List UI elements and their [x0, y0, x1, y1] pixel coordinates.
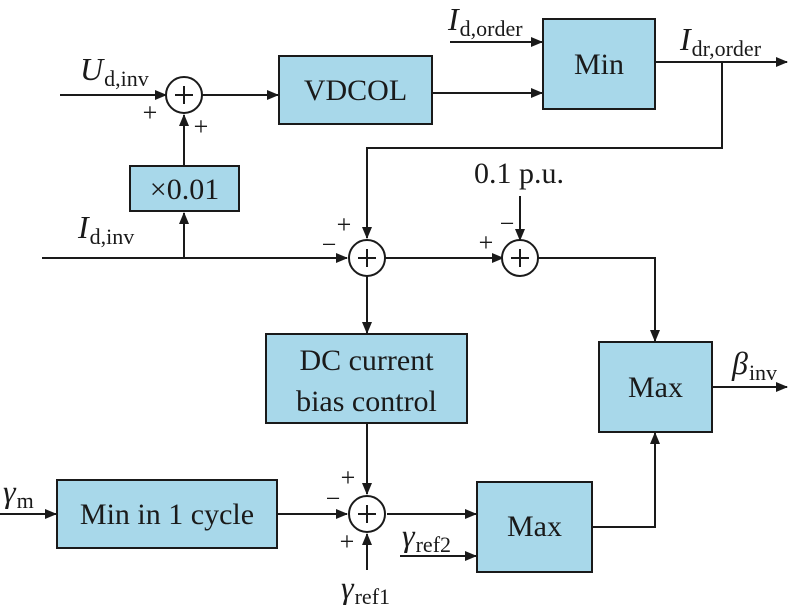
label-gamma-ref1: γref1 [341, 569, 390, 609]
sign-sum3-top: − [500, 209, 515, 238]
block-dc-bias-line2: bias control [296, 385, 437, 418]
block-max-right-label: Max [628, 371, 683, 404]
sign-sum1-bottom: + [194, 112, 209, 141]
sign-sum1-left: + [143, 98, 158, 127]
block-dc-bias-control: DC current bias control [265, 333, 468, 424]
label-i-dr-order: Idr,order [679, 21, 762, 61]
signal-labels: Ud,inv Id,order Idr,order 0.1 p.u. Id,in… [3, 1, 777, 609]
block-vdcol-label: VDCOL [304, 74, 407, 107]
block-vdcol: VDCOL [278, 55, 433, 125]
sign-sum3-left: + [479, 228, 494, 257]
sign-sum2-top: + [337, 210, 352, 239]
junction-signs: + + + − − + + − + [143, 98, 515, 556]
block-min-in-1-cycle: Min in 1 cycle [56, 479, 278, 549]
sum-junction-4 [348, 495, 386, 533]
sum-junction-3 [501, 239, 539, 277]
wire-idr-feedback [362, 62, 723, 239]
sign-sum4-left: − [326, 484, 341, 513]
block-gain-label: ×0.01 [150, 173, 219, 206]
block-min-top-label: Min [574, 48, 624, 81]
block-min-top: Min [542, 18, 656, 110]
label-i-d-order: Id,order [447, 1, 523, 41]
wire-maxbottom-to-maxright [592, 432, 660, 528]
label-u-d-inv: Ud,inv [80, 51, 149, 91]
signal-lines [0, 37, 788, 570]
block-max-bottom: Max [476, 481, 593, 573]
label-i-d-inv: Id,inv [77, 209, 134, 249]
sign-sum4-top: + [341, 463, 356, 492]
block-max-right: Max [598, 341, 713, 433]
label-gamma-ref2: γref2 [402, 517, 451, 557]
wire-sum3-to-maxright [538, 257, 660, 342]
sum-junction-2 [348, 239, 386, 277]
block-gain: ×0.01 [129, 165, 240, 212]
sum-junction-1 [165, 76, 203, 114]
block-dc-bias-line1: DC current [299, 344, 434, 377]
label-beta-inv: βinv [731, 345, 777, 385]
sign-sum2-left: − [322, 230, 337, 259]
block-max-bottom-label: Max [507, 510, 562, 543]
sign-sum4-bottom: + [340, 527, 355, 556]
label-gamma-m: γm [3, 473, 34, 513]
block-min-cycle-label: Min in 1 cycle [80, 498, 254, 531]
label-bias-value: 0.1 p.u. [474, 157, 564, 190]
